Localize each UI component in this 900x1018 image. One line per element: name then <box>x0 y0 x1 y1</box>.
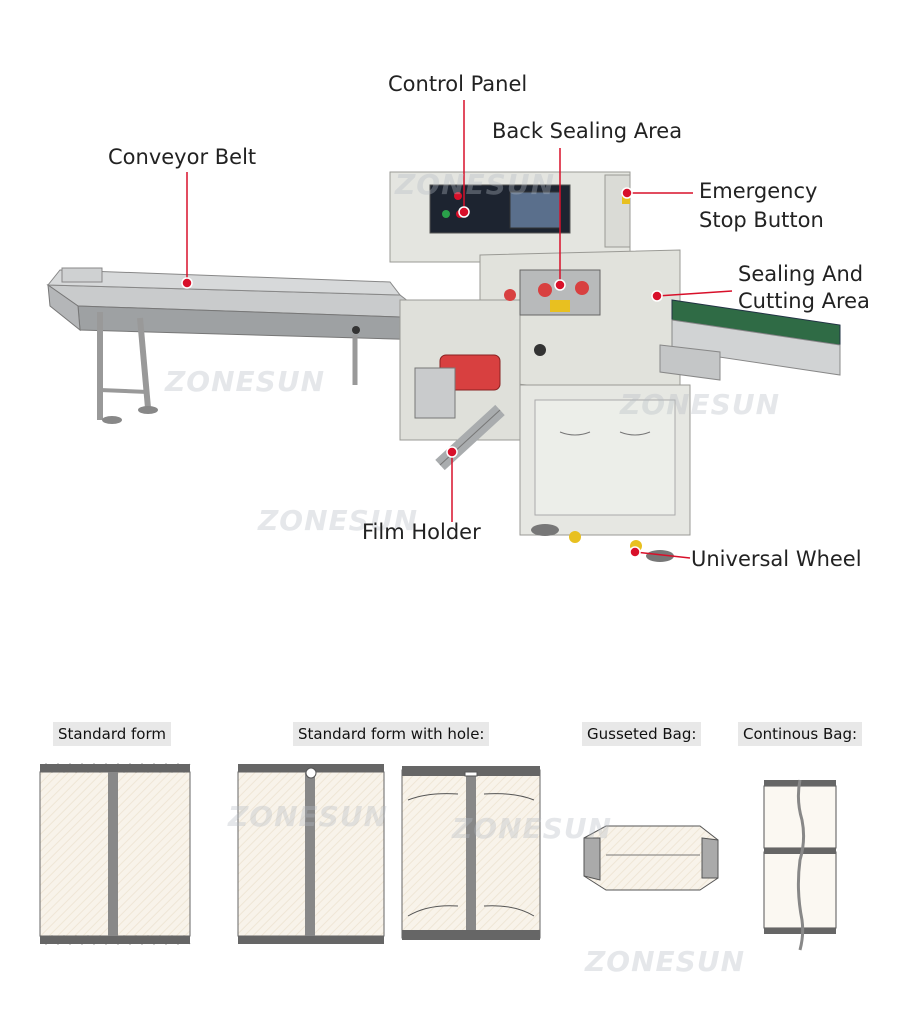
callout-markers <box>181 187 663 558</box>
callout-lines <box>186 100 733 559</box>
conveyor-belt-shape <box>46 267 432 424</box>
watermark: ZONESUN <box>165 365 326 398</box>
callout-back-sealing-area: Back Sealing Area <box>492 119 683 143</box>
format-label-standard-hole: Standard form with hole: <box>293 722 490 746</box>
callout-control-panel: Control Panel <box>388 72 528 96</box>
watermark: ZONESUN <box>258 504 419 537</box>
gusseted-bag-drawing <box>583 825 719 891</box>
watermark: ZONESUN <box>228 800 389 833</box>
outfeed-conveyor <box>659 299 841 381</box>
watermark: ZONESUN <box>452 812 613 845</box>
sealing-mechanism <box>504 269 601 356</box>
continuous-bag-drawing <box>763 779 837 951</box>
callout-emergency-stop-line2: Stop Button <box>699 208 824 232</box>
callout-film-holder: Film Holder <box>362 520 481 544</box>
machine-body <box>389 171 691 536</box>
callout-universal-wheel: Universal Wheel <box>691 547 862 571</box>
callout-sealing-cutting-line1: Sealing And <box>738 262 864 286</box>
callout-conveyor-belt: Conveyor Belt <box>108 145 257 169</box>
watermark: ZONESUN <box>620 388 781 421</box>
universal-wheels <box>531 524 674 562</box>
hole-bag-drawing <box>401 766 541 940</box>
format-label-continuous: Continous Bag: <box>738 722 863 746</box>
format-label-standard: Standard form <box>53 722 171 746</box>
callout-sealing-cutting-line2: Cutting Area <box>738 289 870 313</box>
watermark: ZONESUN <box>395 168 556 201</box>
standard-form-hole-drawing <box>237 764 385 944</box>
standard-form-drawing <box>39 763 191 945</box>
callout-emergency-stop-line1: Emergency <box>699 179 818 203</box>
format-label-gusseted: Gusseted Bag: <box>582 722 702 746</box>
watermark: ZONESUN <box>585 945 746 978</box>
